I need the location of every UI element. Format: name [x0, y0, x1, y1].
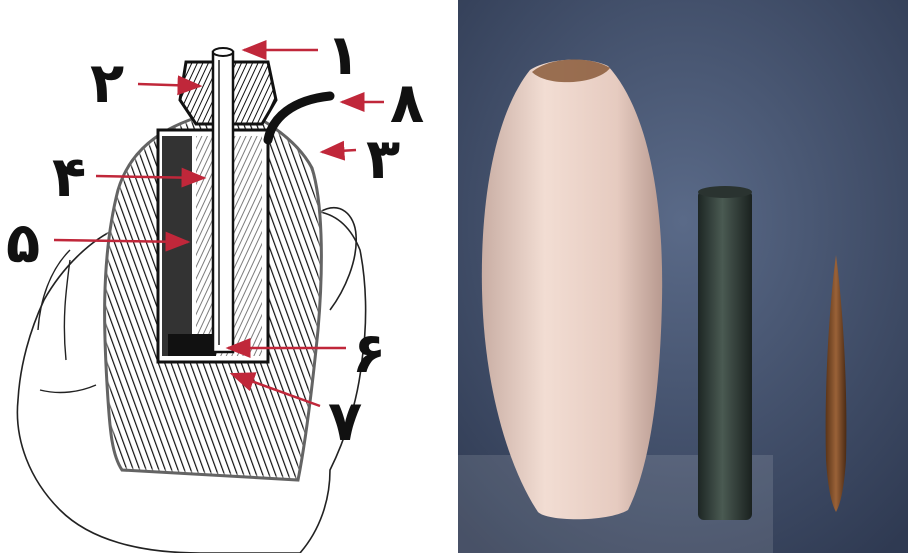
copper-cylinder-top — [698, 186, 752, 198]
label-7: ۷ — [328, 389, 362, 454]
label-5: ۵ — [6, 211, 40, 276]
iron-rod — [213, 52, 233, 352]
bitumen-plug — [168, 334, 216, 356]
hand-finger-line — [38, 250, 96, 392]
cylinder-wall-shade — [162, 136, 192, 356]
cutaway-diagram: ۱ ۲ ۸ ۳ ۴ ۵ ۶ ۷ — [0, 0, 456, 553]
label-2: ۲ — [90, 51, 124, 116]
label-1: ۱ — [326, 23, 360, 88]
cutaway-diagram-panel: ۱ ۲ ۸ ۳ ۴ ۵ ۶ ۷ — [0, 0, 456, 553]
iron-rod-top — [213, 48, 233, 56]
hand-thumb — [320, 208, 356, 310]
clay-jar — [482, 60, 662, 520]
copper-cylinder-photo — [698, 190, 752, 520]
artifact-photo — [458, 0, 908, 553]
label-6: ۶ — [352, 321, 386, 386]
label-3: ۳ — [366, 127, 400, 192]
arrow-3 — [322, 150, 356, 152]
label-4: ۴ — [52, 145, 86, 210]
artifact-photo-panel — [458, 0, 908, 553]
